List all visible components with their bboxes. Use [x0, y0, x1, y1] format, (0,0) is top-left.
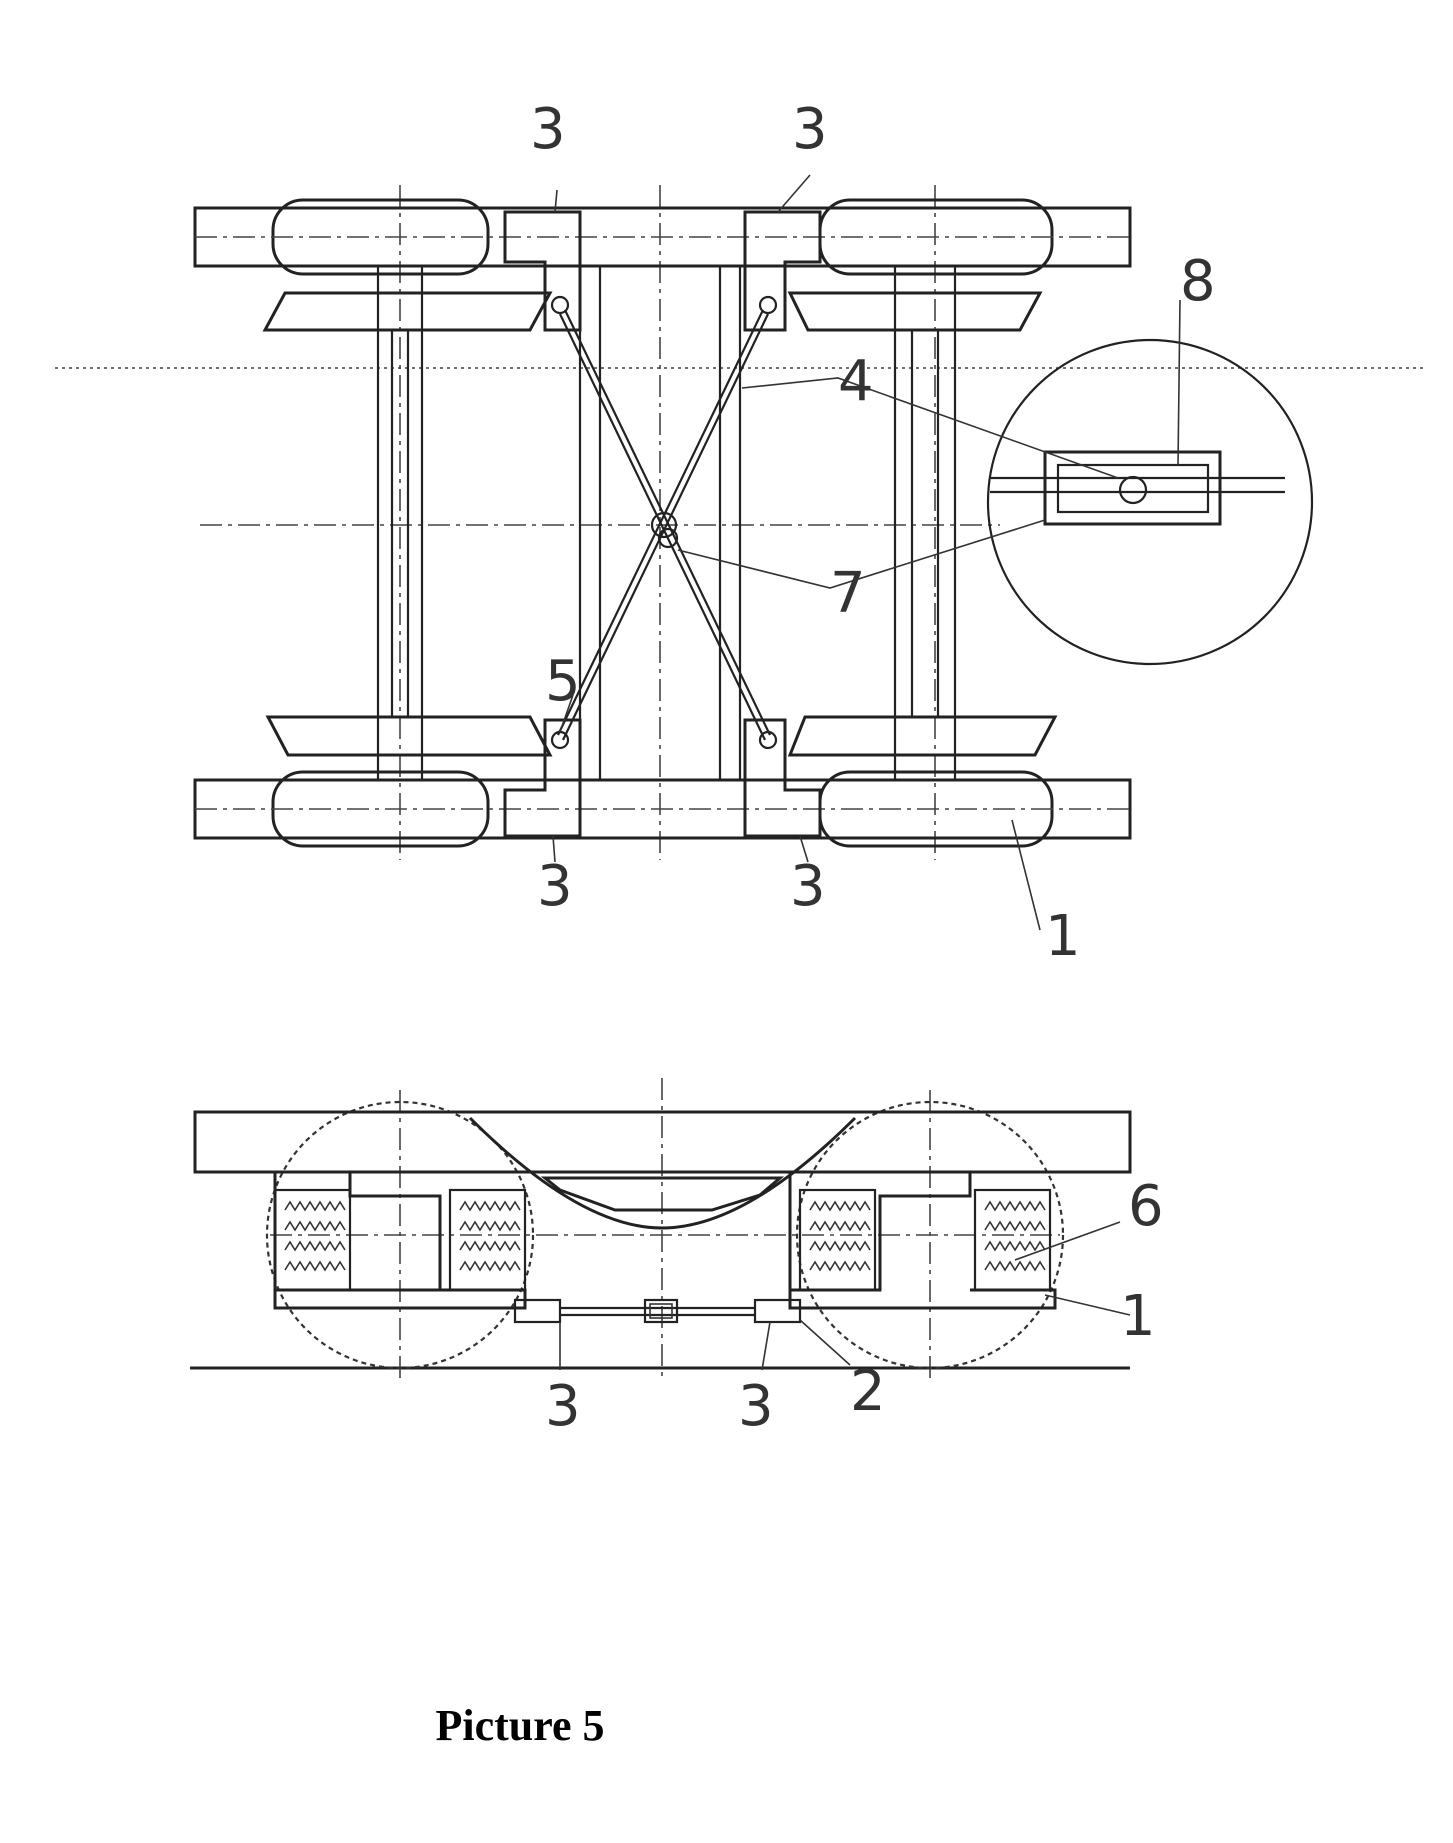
spring-box-1	[275, 1190, 350, 1290]
figure-caption: Picture 5	[0, 1700, 1040, 1751]
top-side-frame	[195, 200, 1130, 274]
label-3-bottom-left: 3	[537, 854, 573, 919]
axle-right	[895, 266, 955, 780]
label-8: 8	[1180, 249, 1216, 314]
spring-box-3	[800, 1190, 875, 1290]
label-5: 5	[545, 649, 581, 714]
spring-box-4	[975, 1190, 1050, 1290]
side-bracket-left	[515, 1300, 560, 1322]
bracket-bottom-left	[505, 720, 580, 836]
label-3-bottom-right: 3	[790, 854, 826, 919]
bracket-top-right	[745, 212, 820, 330]
label-3-top-left: 3	[530, 97, 566, 162]
label-7: 7	[830, 561, 866, 626]
wheel-bottom-right	[790, 717, 1055, 755]
label-3-top-right: 3	[792, 97, 828, 162]
label-3-side-right: 3	[738, 1374, 774, 1439]
wheel-top-right	[790, 293, 1040, 330]
label-1-side: 1	[1120, 1284, 1156, 1349]
label-3-side-left: 3	[545, 1374, 581, 1439]
detail-circle	[988, 340, 1312, 664]
side-bracket-right	[755, 1300, 800, 1322]
top-view: 3 3 8 4 7 5 3 3 1	[55, 97, 1425, 969]
label-6: 6	[1128, 1174, 1164, 1239]
bracket-bottom-right	[745, 720, 820, 836]
bottom-side-frame	[195, 772, 1130, 846]
side-view: 6 1 3 3 2	[190, 1078, 1164, 1439]
label-1-top: 1	[1045, 904, 1081, 969]
wheel-bottom-left	[268, 717, 550, 755]
label-4: 4	[838, 349, 874, 414]
bracket-top-left	[505, 212, 580, 330]
wheel-top-left	[265, 293, 550, 330]
label-2: 2	[850, 1359, 886, 1424]
spring-box-2	[450, 1190, 525, 1290]
